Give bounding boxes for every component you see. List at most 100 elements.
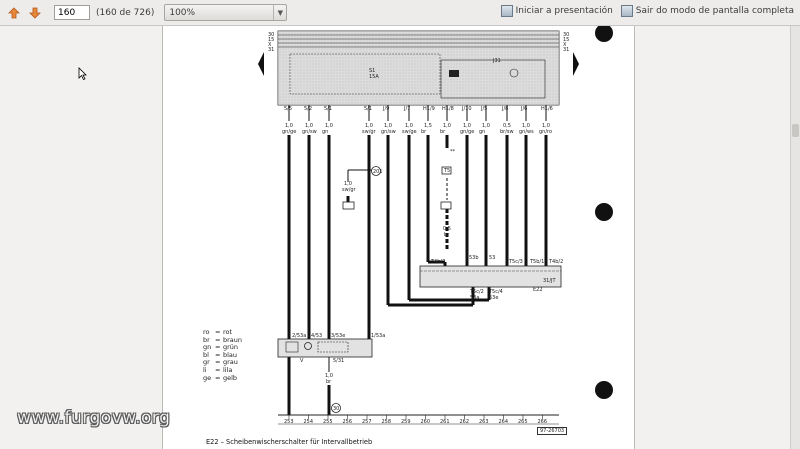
- wire-color-label: br: [326, 379, 332, 385]
- start-presentation-button[interactable]: Iniciar a presentación: [500, 5, 613, 17]
- zoom-value: 100%: [169, 7, 196, 18]
- legend-value: lila: [223, 365, 233, 374]
- wiring-diagram: [258, 26, 613, 425]
- wire-id-label: J/5: [481, 106, 488, 112]
- legend-key: gr: [203, 358, 210, 367]
- rail-label: 15: [268, 37, 275, 43]
- next-page-button[interactable]: [28, 6, 42, 20]
- wire-id-label: H1/8: [442, 106, 454, 112]
- wire-size-label: 1,0: [325, 373, 333, 379]
- page-number-input[interactable]: [54, 5, 90, 20]
- legend-value: grün: [223, 343, 239, 352]
- wire-size-label: 1,0: [522, 123, 530, 129]
- relay-block: [277, 30, 560, 106]
- binding-holes: [595, 26, 613, 399]
- scale-label: 266: [537, 419, 548, 425]
- legend-row: br =braun: [203, 335, 243, 345]
- wire-id-label: J/10: [462, 106, 472, 112]
- legend-eq: =: [215, 335, 221, 344]
- exit-fullscreen-button[interactable]: Sair do modo de pantalla completa: [620, 5, 794, 17]
- legend-eq: =: [215, 358, 221, 367]
- component-label-v: V: [300, 358, 304, 364]
- relay-fuse-label: 15A: [369, 74, 379, 80]
- wire-color-label: gn/ge: [460, 129, 475, 135]
- legend-eq: =: [215, 328, 221, 336]
- relay-fuse-label: S1: [369, 68, 376, 74]
- scale-label: 265: [518, 419, 528, 425]
- pin-label: T5c/4: [489, 289, 503, 295]
- pin-label: 53b: [469, 255, 479, 261]
- legend-value: rot: [223, 328, 233, 336]
- wire-id-label: 5/1: [324, 106, 333, 112]
- vertical-scrollbar[interactable]: [790, 26, 800, 449]
- wire-size-label: 1,0: [405, 123, 413, 129]
- wire-color-label: sw/gr: [342, 187, 356, 193]
- scale-label: 264: [498, 419, 509, 425]
- legend-value: gelb: [223, 373, 238, 382]
- wire-size-label: 1,0: [463, 123, 471, 129]
- wire-size-label: 1,0: [365, 123, 373, 129]
- wire-size-label: 1,0: [305, 123, 313, 129]
- wire-size-label: 1,0: [542, 123, 550, 129]
- pin-label: 53: [489, 255, 496, 261]
- pin-label: T5c/2: [470, 289, 484, 295]
- legend-row: gr =grau: [203, 359, 242, 367]
- scale-label: 259: [401, 419, 411, 425]
- pin-label: T4b/3: [431, 259, 446, 265]
- wire-color-label: gn/ge: [282, 129, 297, 135]
- legend-key: ro: [203, 328, 210, 336]
- scrollbar-thumb[interactable]: [792, 124, 799, 137]
- circle-ref-label: 201: [373, 169, 383, 175]
- pin-label: 2/53a: [292, 333, 307, 339]
- pin-label: T5c/3: [509, 259, 523, 265]
- legend-key: ge: [203, 373, 212, 382]
- wire-color-label: gn: [322, 129, 329, 135]
- legend-value: braun: [223, 335, 243, 344]
- wire-id-label: H1/9: [423, 106, 435, 112]
- previous-page-button[interactable]: [7, 6, 21, 20]
- arrow-up-icon: [8, 6, 20, 18]
- wire-id-label: 5/1: [364, 106, 373, 112]
- fullscreen-exit-icon: [620, 5, 633, 17]
- exit-fullscreen-label: Sair do modo de pantalla completa: [635, 6, 794, 16]
- scale-label: 255: [323, 419, 333, 425]
- pin-label: 53e: [489, 295, 499, 301]
- binding-hole: [595, 26, 613, 42]
- triangle-right-icon: [573, 52, 579, 76]
- rail-label: 15: [563, 37, 570, 43]
- pin-label: 3/53e: [331, 333, 346, 339]
- wire-size-label: 1,5: [424, 123, 432, 129]
- bottom-rail: [278, 414, 559, 425]
- wire-id-label: 5/2: [304, 106, 313, 112]
- scale-label: 258: [381, 419, 392, 425]
- scale-label: 253: [284, 419, 294, 425]
- wire-color-label: br: [421, 129, 427, 135]
- diagram-caption: E22 – Scheibenwischerschalter für Interv…: [206, 438, 373, 446]
- e22-switch: [419, 265, 562, 288]
- wire-size-label: 1,0: [285, 123, 293, 129]
- wire-size-label: 0,5: [443, 226, 451, 232]
- component-label-e22: E22: [533, 287, 543, 293]
- wire-color-label: br/sw: [500, 129, 514, 135]
- viewer-toolbar: (160 de 726) 100% ▼ Iniciar a presentaci…: [0, 0, 800, 26]
- zoom-select[interactable]: 100% ▼: [164, 4, 288, 21]
- document-number: 97-26703: [537, 427, 568, 435]
- scale-label: 260: [420, 419, 431, 425]
- triangle-left-icon: [258, 52, 264, 76]
- binding-hole: [595, 381, 613, 399]
- legend-key: br: [203, 335, 210, 344]
- legend-eq: =: [215, 373, 221, 382]
- pin-label: T4b/2: [549, 259, 564, 265]
- wire-size-label: 0,5: [503, 123, 511, 129]
- wire-id-label: J/6: [521, 106, 528, 112]
- pin-label: 4/53: [311, 333, 323, 339]
- legend-value: grau: [223, 358, 238, 367]
- circle-ref-label: T5: [444, 168, 451, 174]
- rail-label: X: [268, 42, 272, 48]
- wire-size-label: 1,0: [325, 123, 333, 129]
- legend-row: li=lila: [203, 365, 242, 375]
- star-label: **: [450, 149, 455, 155]
- pin-label: 53a: [470, 295, 480, 301]
